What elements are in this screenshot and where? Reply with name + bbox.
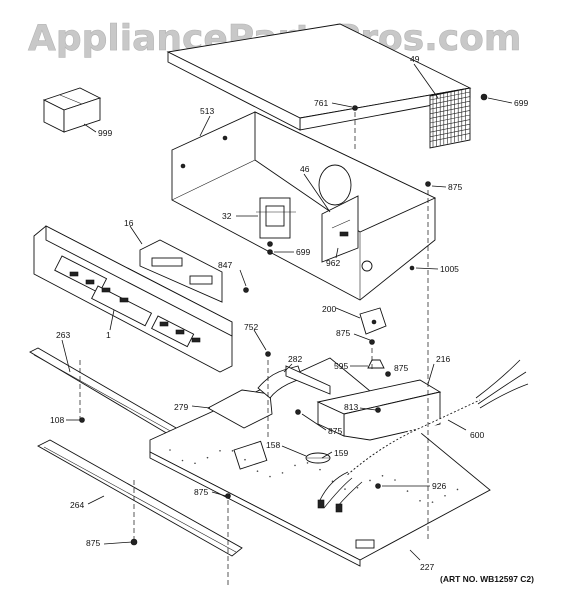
leader-lines [61,63,513,561]
callout-875f: 875 [86,538,100,548]
callout-1005: 1005 [440,264,459,274]
callout-158: 158 [266,440,280,450]
callout-216: 216 [436,354,450,364]
callout-752: 752 [244,322,258,332]
mounting-bracket [321,195,359,263]
screw-875b [369,339,375,345]
callout-875a: 875 [448,182,462,192]
callout-16: 16 [124,218,134,228]
box-part-icon [42,87,102,133]
art-number: (ART NO. WB12597 C2) [440,574,534,584]
callout-999: 999 [98,128,112,138]
callout-699a: 699 [514,98,528,108]
screw-875e [225,493,231,499]
callout-813: 813 [344,402,358,412]
clip-part [367,359,385,369]
mounting-strip [37,439,243,557]
fasteners [79,93,488,546]
screw-875a [425,181,431,187]
top-cover-panel [166,23,472,131]
callout-761: 761 [314,98,328,108]
screw-847 [243,287,249,293]
callout-595: 595 [334,361,348,371]
vent-grille [429,87,471,149]
screw-108 [79,417,85,423]
thermostat-part [305,452,331,464]
relay-component [256,197,296,247]
conduit-cable [344,359,529,478]
callout-159: 159 [334,448,348,458]
callout-282: 282 [288,354,302,364]
control-panel [33,225,233,373]
callout-227: 227 [420,562,434,572]
callout-962: 962 [326,258,340,268]
screw-752 [265,351,271,357]
callout-875b: 875 [336,328,350,338]
screw-1005 [409,265,415,271]
callout-labels: 49 699 999 513 761 46 875 16 32 699 962 … [50,54,528,572]
screw-699b [267,249,273,255]
main-housing [171,111,437,301]
screw-926 [375,483,381,489]
screw-813 [375,407,381,413]
callout-46: 46 [300,164,310,174]
callout-263: 263 [56,330,70,340]
callout-200: 200 [322,304,336,314]
callout-875d: 875 [328,426,342,436]
callout-926: 926 [432,481,446,491]
alignment-lines [79,112,429,586]
wire-harness [317,471,363,513]
screw-699a [480,93,488,101]
callout-1: 1 [106,330,111,340]
callout-279: 279 [174,402,188,412]
screw-875c [385,371,391,377]
touchpad-board [139,239,223,303]
air-duct [207,365,331,429]
callout-875c: 875 [394,363,408,373]
callout-108: 108 [50,415,64,425]
callout-49: 49 [410,54,420,64]
callout-600: 600 [470,430,484,440]
callout-32: 32 [222,211,232,221]
callout-875e: 875 [194,487,208,497]
callout-847: 847 [218,260,232,270]
callout-513: 513 [200,106,214,116]
screw-761 [352,105,358,111]
fitting-part [359,307,387,335]
screw-875d [295,409,301,415]
callout-699b: 699 [296,247,310,257]
callout-264: 264 [70,500,84,510]
